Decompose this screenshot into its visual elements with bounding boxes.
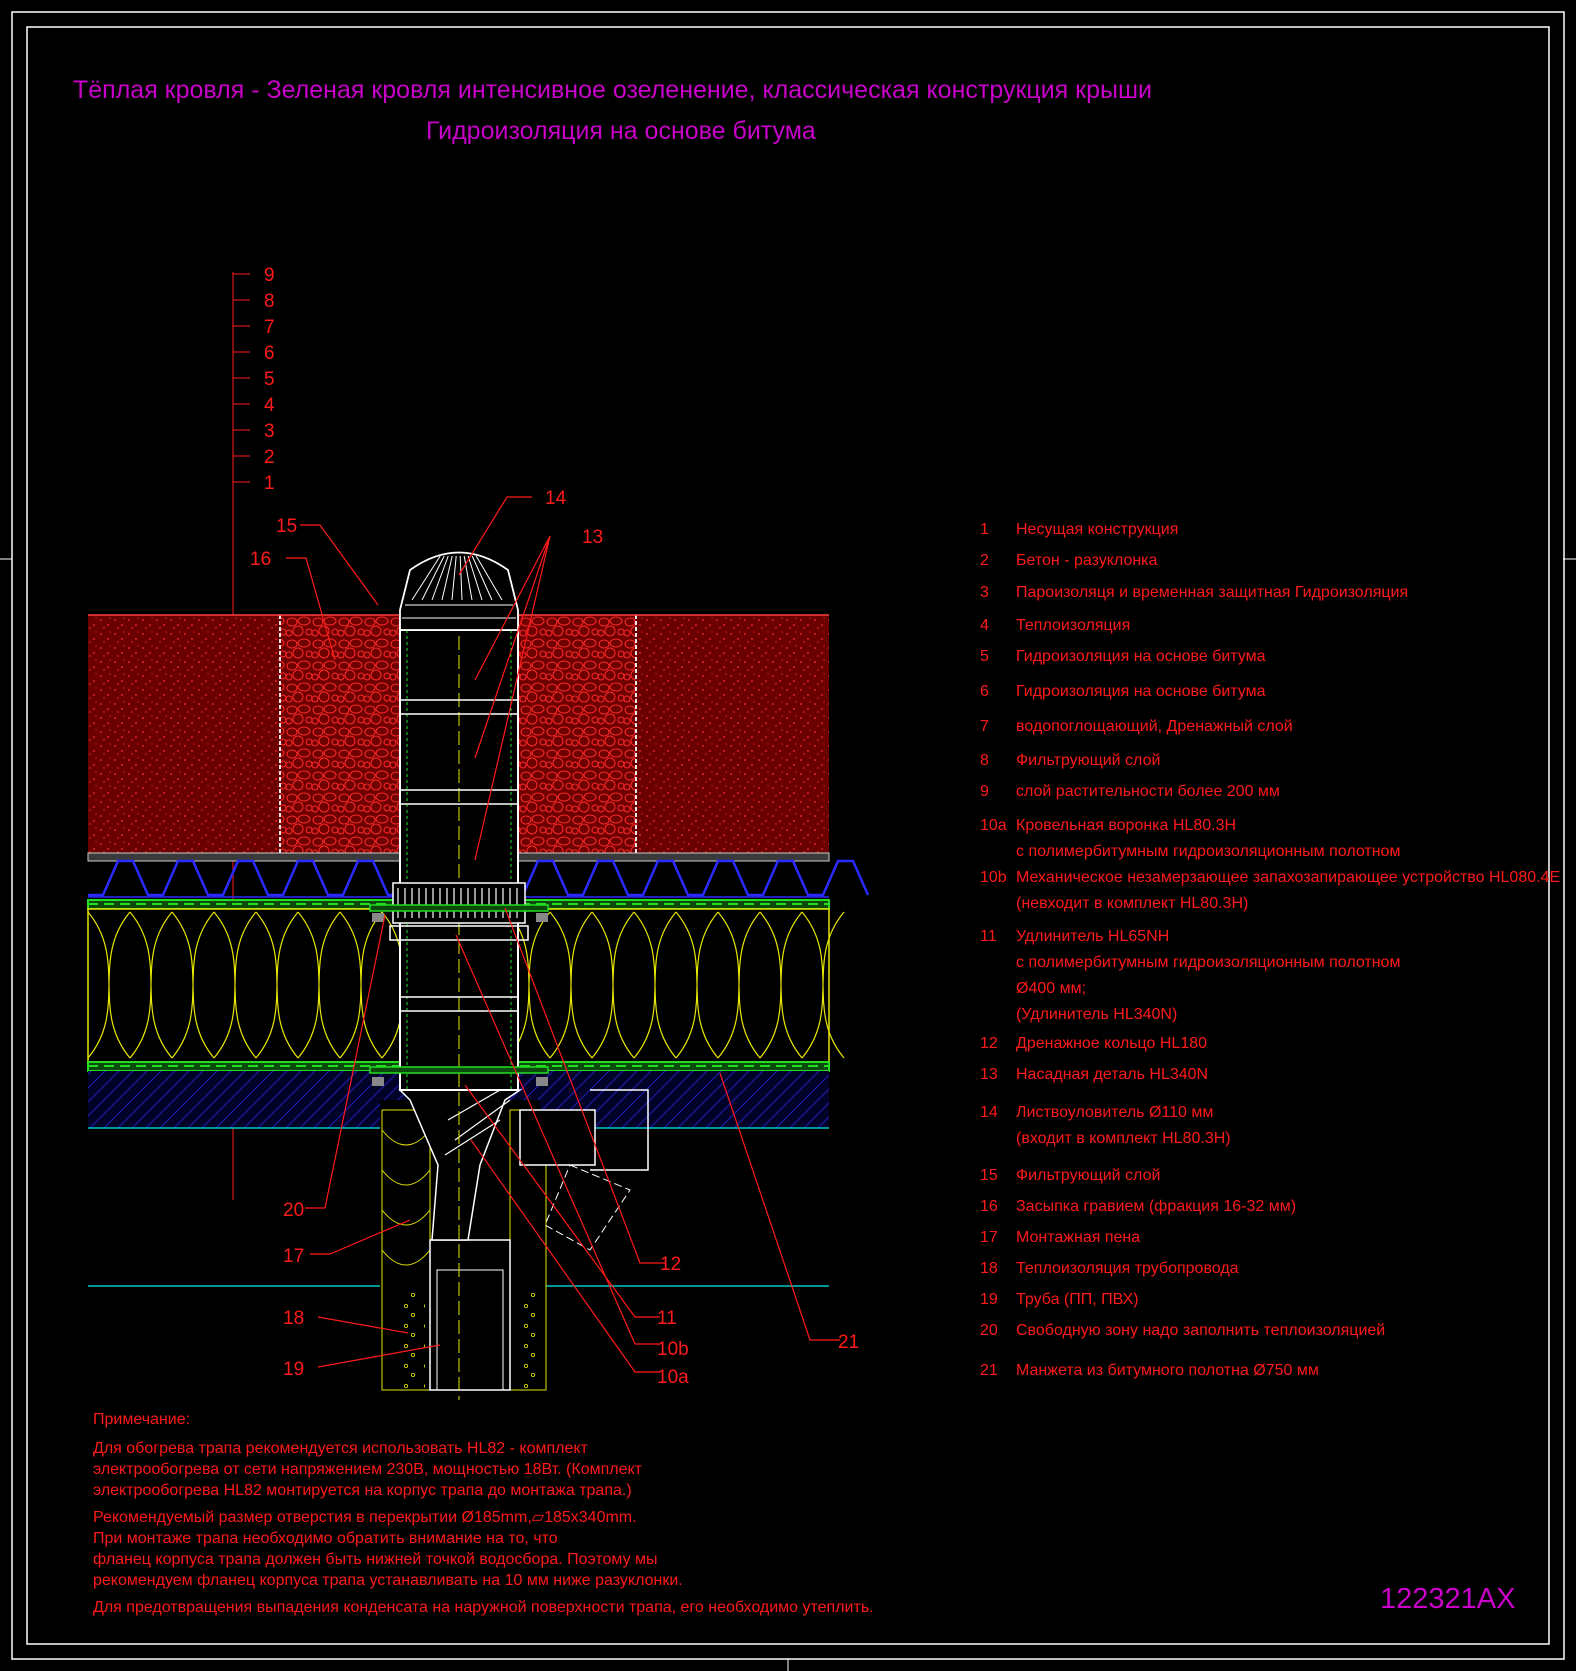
legend-number: 3 (980, 584, 989, 601)
note-line: фланец корпуса трапа должен быть нижней … (93, 1551, 658, 1568)
callout-17: 17 (283, 1246, 304, 1267)
callout-15: 15 (276, 516, 297, 537)
legend-text: Труба (ПП, ПВХ) (1016, 1291, 1139, 1308)
notes: Примечание: Для обогрева трапа рекоменду… (93, 1411, 874, 1616)
note-line: электрообогрева от сети напряжением 230В… (93, 1461, 643, 1478)
legend-text: Засыпка гравием (фракция 16-32 мм) (1016, 1198, 1296, 1215)
callout-10a: 10a (657, 1367, 689, 1388)
callout-14: 14 (545, 488, 567, 509)
legend-text: Несущая конструкция (1016, 521, 1178, 538)
legend-number: 4 (980, 617, 989, 634)
layer-number: 3 (264, 421, 275, 442)
gravel-fill (280, 615, 400, 853)
legend-text: Гидроизоляция на основе битума (1016, 648, 1266, 665)
cross-section (87, 551, 870, 1400)
layer-number: 5 (264, 369, 275, 390)
callout-19: 19 (283, 1359, 304, 1380)
note-line: Для обогрева трапа рекомендуется использ… (93, 1440, 589, 1457)
legend-number: 1 (980, 521, 989, 538)
legend-number: 15 (980, 1167, 998, 1184)
callout-12: 12 (660, 1254, 681, 1275)
legend-number: 10a (980, 817, 1007, 834)
legend-text: Монтажная пена (1016, 1229, 1140, 1246)
legend-number: 5 (980, 648, 989, 665)
callout-16: 16 (250, 549, 271, 570)
legend-number: 20 (980, 1322, 998, 1339)
callout-10b: 10b (657, 1339, 689, 1360)
drain-extension (389, 560, 529, 1400)
legend-number: 18 (980, 1260, 998, 1277)
layer-number: 7 (264, 317, 275, 338)
legend-text: Фильтрующий слой (1016, 752, 1160, 769)
legend-number: 7 (980, 718, 989, 735)
legend-number: 19 (980, 1291, 998, 1308)
legend-text: (невходит в комплект HL80.3H) (1016, 895, 1248, 912)
pipe (429, 1239, 511, 1391)
legend-text: Гидроизоляция на основе битума (1016, 683, 1266, 700)
note-line: Рекомендуемый размер отверстия в перекры… (93, 1509, 637, 1526)
inner-frame (26, 26, 1550, 1645)
callout-20: 20 (283, 1200, 304, 1221)
legend-number: 16 (980, 1198, 998, 1215)
note-line: рекомендуем фланец корпуса трапа устанав… (93, 1572, 683, 1589)
callout-13: 13 (582, 527, 603, 548)
leader-lines (286, 496, 840, 1373)
layer-number: 8 (264, 291, 275, 312)
legend-text: водопоглощающий, Дренажный слой (1016, 718, 1293, 735)
legend-number: 14 (980, 1104, 998, 1121)
legend-text: Листвоуловитель Ø110 мм (1016, 1104, 1213, 1121)
legend-text: Манжета из битумного полотна Ø750 мм (1016, 1362, 1319, 1379)
legend-text: Насадная деталь HL340N (1016, 1066, 1208, 1083)
legend-text: с полимербитумным гидроизоляционным поло… (1016, 843, 1400, 860)
leaf-guard (399, 551, 519, 631)
legend-text: Удлинитель HL65NH (1016, 928, 1169, 945)
legend-text: Ø400 мм; (1016, 980, 1086, 997)
legend-number: 21 (980, 1362, 998, 1379)
callout-21: 21 (838, 1332, 859, 1353)
legend-text: Теплоизоляция (1016, 617, 1130, 634)
legend-text: Механическое незамерзающее запахозапираю… (1016, 869, 1560, 886)
notes-heading: Примечание: (93, 1411, 190, 1428)
drawing-code: 122321AX (1380, 1583, 1515, 1615)
legend-number: 9 (980, 783, 989, 800)
legend-text: Кровельная воронка HL80.3H (1016, 817, 1236, 834)
layer-number: 9 (264, 265, 275, 286)
gravel-fill-right (518, 615, 636, 853)
legend-text: Теплоизоляция трубопровода (1016, 1260, 1239, 1277)
legend-text: слой растительности более 200 мм (1016, 783, 1280, 800)
legend-number: 13 (980, 1066, 998, 1083)
drainage-ring (392, 882, 526, 924)
legend-number: 17 (980, 1229, 998, 1246)
callout-18: 18 (283, 1308, 304, 1329)
vegetation-layer-right (636, 615, 829, 853)
note-line: При монтаже трапа необходимо обратить вн… (93, 1530, 558, 1547)
legend-text: Пароизоляця и временная защитная Гидроиз… (1016, 584, 1408, 601)
legend-number: 6 (980, 683, 989, 700)
legend-text: (входит в комплект HL80.3H) (1016, 1130, 1231, 1147)
legend-number: 11 (980, 928, 997, 945)
title-line-2: Гидроизоляция на основе битума (426, 117, 816, 145)
legend-text: Бетон - разуклонка (1016, 552, 1158, 569)
note-line: Для предотвращения выпадения конденсата … (93, 1599, 874, 1616)
layer-number: 1 (264, 473, 275, 494)
layer-number: 6 (264, 343, 275, 364)
title-line-1: Тёплая кровля - Зеленая кровля интенсивн… (73, 76, 1152, 104)
layer-number: 2 (264, 447, 275, 468)
legend-text: (Удлинитель HL340N) (1016, 1006, 1177, 1023)
legend-number: 2 (980, 552, 989, 569)
legend-number: 10b (980, 869, 1007, 886)
legend-number: 12 (980, 1035, 998, 1052)
legend-text: Фильтрующий слой (1016, 1167, 1160, 1184)
layer-number: 4 (264, 395, 275, 416)
callout-11: 11 (657, 1308, 677, 1329)
note-line: электрообогрева HL82 монтируется на корп… (93, 1482, 632, 1499)
legend-text: Свободную зону надо заполнить теплоизоля… (1016, 1322, 1385, 1339)
legend: 1 Несущая конструкция 2 Бетон - разуклонка 3… (980, 521, 1560, 1379)
legend-text: Дренажное кольцо HL180 (1016, 1035, 1207, 1052)
legend-text: с полимербитумным гидроизоляционным поло… (1016, 954, 1400, 971)
legend-number: 8 (980, 752, 989, 769)
vegetation-layer (88, 615, 280, 853)
